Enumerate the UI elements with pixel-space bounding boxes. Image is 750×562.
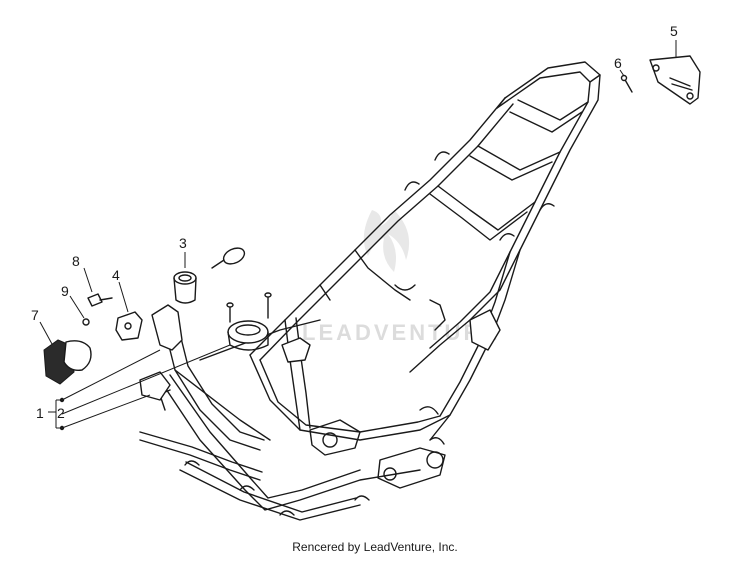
plate-part-5 [649,55,701,105]
callout-7: 7 [31,307,39,323]
callout-3: 3 [179,235,187,251]
callout-5: 5 [670,23,678,39]
bolt-part-8 [87,293,113,307]
callout-6: 6 [614,55,622,71]
screw-part-6 [620,74,633,93]
scooter-frame [139,61,601,521]
callout-dot [59,425,65,431]
callout-2: 2 [57,405,65,421]
key-tag [211,247,246,269]
callout-dot [59,397,65,403]
cover-part-7 [43,339,92,385]
callout-1: 1 [36,405,44,421]
nut-part-9 [82,318,90,326]
render-credit: Rencered by LeadVenture, Inc. [292,540,458,554]
callout-8: 8 [72,253,80,269]
leader-lines [39,40,677,429]
callout-9: 9 [61,283,69,299]
fuel-cap [226,292,272,351]
steering-bushing-part-3 [173,271,197,304]
callout-4: 4 [112,267,120,283]
bracket-part-4 [115,311,143,341]
